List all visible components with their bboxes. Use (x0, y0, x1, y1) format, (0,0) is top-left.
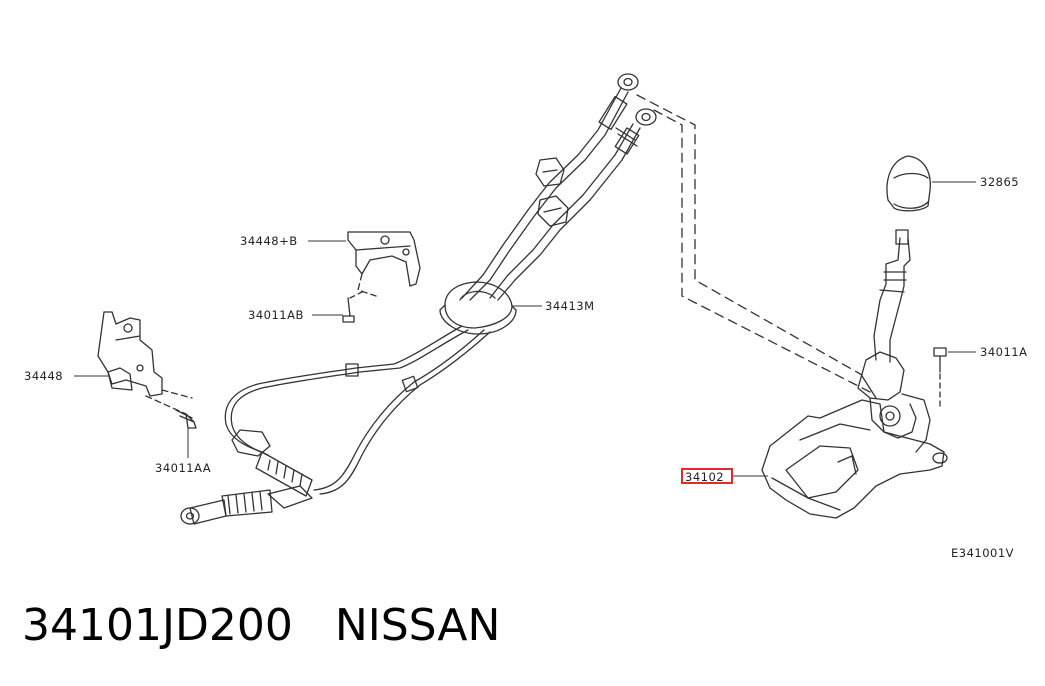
cable-clip (535, 157, 565, 187)
diagram-code: E341001V (951, 546, 1014, 560)
cable-clip (537, 195, 569, 227)
shift-knob (886, 155, 931, 212)
callout-bolt-ab: 34011AB (248, 308, 304, 322)
callout-boot: 34413M (545, 299, 595, 313)
cable-boot (439, 281, 517, 335)
callout-knob: 32865 (980, 175, 1019, 189)
cable-end-eye (617, 73, 639, 91)
bracket (97, 311, 193, 415)
shift-cable-assembly (180, 73, 657, 525)
callout-highlight-box (681, 468, 733, 484)
part-caption: 34101JD200 NISSAN (22, 596, 500, 656)
callout-bracket: 34448 (24, 369, 63, 383)
cable-end-eye (635, 108, 657, 126)
part-number: 34101JD200 (22, 600, 293, 651)
callout-bolt-a: 34011A (980, 345, 1027, 359)
cable-sleeve (345, 363, 359, 377)
shift-lever-assembly (761, 155, 948, 519)
bolt-a (933, 347, 947, 411)
callout-bracket-b: 34448+B (240, 234, 298, 248)
cable-sleeve (401, 375, 419, 393)
bolt-aa (175, 409, 197, 429)
bolt-ab (342, 289, 367, 323)
cable-adjuster (614, 127, 640, 155)
callout-control-device: 34102 (685, 470, 724, 484)
brand-name: NISSAN (334, 600, 501, 651)
exploded-parts-diagram: 32865 34011A 34102 34413M 34448+B 34011A… (24, 73, 1027, 560)
callout-bolt-aa: 34011AA (155, 461, 211, 475)
alignment-guides (636, 94, 871, 393)
bracket-b (347, 231, 421, 297)
cable-transmission-end (180, 429, 313, 525)
